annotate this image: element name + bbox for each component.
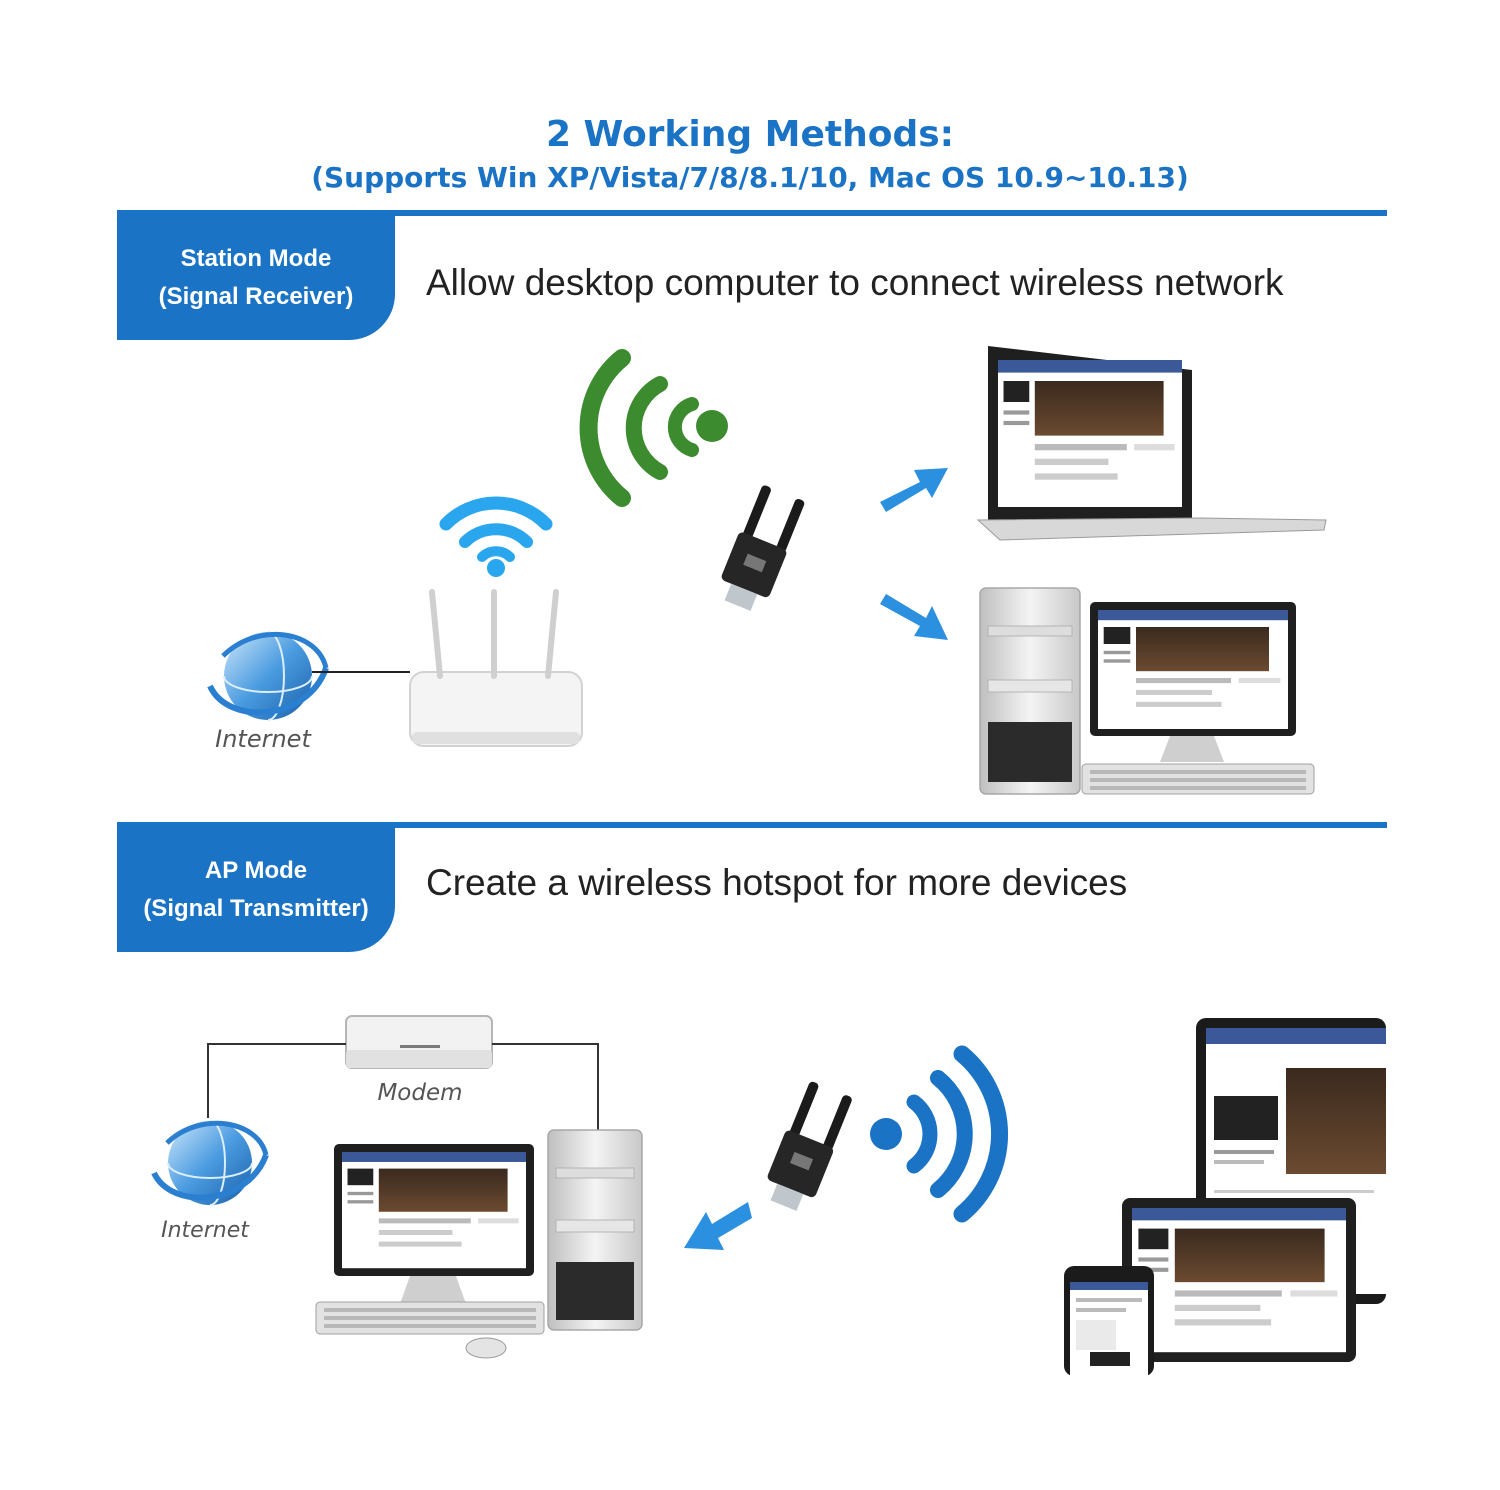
globe-icon [207, 631, 329, 721]
cable-line [492, 1043, 599, 1130]
title-line: 2 Working Methods: [545, 114, 955, 155]
signal-dot [870, 1118, 902, 1150]
desktop-computer-icon [979, 587, 1315, 795]
wifi-icon [439, 496, 553, 562]
wifi-dot [487, 559, 505, 577]
station-mode-description: Allow desktop computer to connect wirele… [426, 262, 1284, 303]
ap-mode-description: Create a wireless hotspot for more devic… [426, 862, 1128, 903]
signal-dot [696, 410, 728, 442]
ap-mode-name: AP Mode [204, 857, 308, 884]
page-title: 2 Working Methods: (Supports Win XP/Vist… [0, 112, 1500, 198]
station-mode-tab: Station Mode (Signal Receiver) [117, 216, 395, 340]
station-mode-role: (Signal Receiver) [158, 283, 354, 310]
laptop-icon [1122, 1198, 1356, 1362]
phone-icon [1064, 1266, 1154, 1376]
signal-waves-icon [579, 349, 699, 507]
arrow-icon [684, 1202, 752, 1250]
modem-label: Modem [377, 1080, 462, 1106]
section-divider-station [117, 210, 1387, 216]
modem-icon [345, 1015, 493, 1069]
subtitle-line: (Supports Win XP/Vista/7/8/8.1/10, Mac O… [311, 161, 1189, 194]
section-divider-ap [117, 822, 1387, 828]
arrow-icon [880, 468, 948, 512]
ap-mode-tab: AP Mode (Signal Transmitter) [117, 828, 395, 952]
cable-line [207, 1043, 346, 1118]
usb-adapter-icon [721, 485, 805, 611]
arrow-icon [880, 594, 948, 640]
internet-label: Internet [161, 1218, 250, 1243]
station-mode-name: Station Mode [180, 245, 332, 272]
usb-adapter-icon [767, 1081, 852, 1211]
internet-label: Internet [215, 725, 312, 753]
laptop-icon [976, 346, 1327, 541]
ap-mode-role: (Signal Transmitter) [143, 895, 369, 922]
desktop-computer-icon [315, 1129, 643, 1359]
globe-icon [151, 1120, 269, 1206]
signal-waves-icon [906, 1045, 1009, 1223]
router-icon [409, 589, 583, 747]
